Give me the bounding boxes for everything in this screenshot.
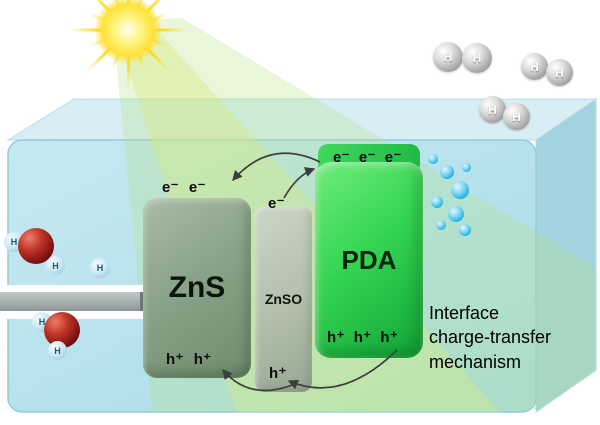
hydrogen-atom: H <box>462 43 492 73</box>
hydrogen-atom: H <box>479 96 506 123</box>
zns-hole-labels: h⁺ h⁺ <box>166 350 211 368</box>
hydrogen-atom: H <box>433 42 463 72</box>
pda-label: PDA <box>341 244 397 275</box>
bubble <box>431 196 443 208</box>
znso-block: ZnSO <box>255 206 312 392</box>
bubble <box>448 206 464 222</box>
electron-label: e⁻ <box>333 149 350 166</box>
electron-label: e⁻ <box>384 149 402 166</box>
h2-molecule: H H <box>479 95 533 133</box>
bubble <box>462 163 471 172</box>
hydrogen-atom: H <box>503 103 530 130</box>
electron-label: e⁻ <box>268 195 285 212</box>
electron-label: e⁻ <box>188 179 206 196</box>
hydrogen-atom: H <box>46 256 65 275</box>
h2-molecule: H H <box>521 52 577 88</box>
mechanism-caption: Interface charge-transfer mechanism <box>429 303 552 372</box>
hydrogen-atom: H <box>48 341 67 360</box>
water-molecule: H H <box>28 306 108 370</box>
hole-label: h⁺ <box>193 351 212 368</box>
hole-label: h⁺ <box>269 365 287 382</box>
znso-label: ZnSO <box>264 291 303 307</box>
pda-block: PDA <box>315 162 423 358</box>
znso-electron-labels: e⁻ <box>268 194 285 212</box>
bubble <box>451 181 469 199</box>
electron-label: e⁻ <box>358 149 376 166</box>
hydrogen-atom: H <box>90 258 110 278</box>
hole-label: h⁺ <box>380 329 399 346</box>
znso-hole-labels: h⁺ <box>269 364 287 382</box>
hole-label: h⁺ <box>327 329 345 346</box>
bubble <box>428 154 438 164</box>
pda-electron-labels: e⁻ e⁻ e⁻ <box>333 148 402 166</box>
zns-label: ZnS <box>168 271 226 304</box>
hole-label: h⁺ <box>166 351 184 368</box>
h2-molecule: H H <box>433 42 495 74</box>
bubble <box>440 165 454 179</box>
electron-transfer-arrow <box>283 167 316 199</box>
sample-holder-bar <box>0 292 144 311</box>
zns-block: ZnS <box>143 198 251 378</box>
electron-transfer-arrow <box>232 152 321 182</box>
pda-hole-labels: h⁺ h⁺ h⁺ <box>327 328 398 346</box>
water-molecule: H H <box>2 224 82 284</box>
electron-label: e⁻ <box>162 179 179 196</box>
bubble <box>459 224 471 236</box>
hole-label: h⁺ <box>353 329 372 346</box>
bubble <box>436 220 446 230</box>
hydrogen-atom: H <box>521 53 548 80</box>
sun-icon <box>70 0 187 88</box>
zns-electron-labels: e⁻ e⁻ <box>162 178 206 196</box>
hydrogen-atom: H <box>546 59 573 86</box>
